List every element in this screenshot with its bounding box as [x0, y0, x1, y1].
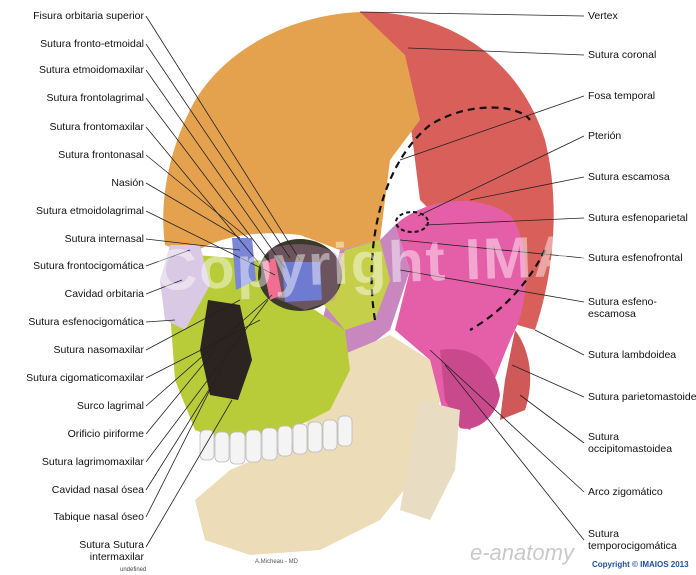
footer-left-text: undefined — [120, 567, 146, 573]
label-sutura-etmoidolagrimal: Sutura etmoidolagrimal — [36, 205, 144, 217]
artist-credit: A.Micheau - MD — [255, 559, 298, 565]
label-nasion: Nasión — [111, 177, 144, 189]
label-sutura-parietomastoidea: Sutura parietomastoidea — [588, 391, 696, 403]
label-cavidad-orbitaria: Cavidad orbitaria — [65, 288, 144, 300]
label-sutura-cigomaticomaxilar: Sutura cigomaticomaxilar — [26, 372, 144, 384]
label-cavidad-nasal-osea: Cavidad nasal ósea — [52, 484, 144, 496]
label-fosa-temporal: Fosa temporal — [588, 90, 655, 102]
label-fisura-orbitaria-superior: Fisura orbitaria superior — [33, 10, 144, 22]
label-sutura-coronal: Sutura coronal — [588, 49, 656, 61]
label-arco-zigomatico: Arco zigomático — [588, 486, 663, 498]
frontal-bone — [163, 12, 420, 255]
label-sutura-frontocigomatica: Sutura frontocigomática — [33, 260, 144, 272]
label-sutura-esfenofrontal: Sutura esfenofrontal — [588, 252, 683, 264]
label-sutura-occipitomastoidea: Sutura occipitomastoidea — [588, 431, 672, 455]
label-sutura-frontolagrimal: Sutura frontolagrimal — [47, 92, 144, 104]
copyright-corner: Copyright © IMAIOS 2013 — [592, 560, 689, 569]
label-sutura-frontonasal: Sutura frontonasal — [58, 149, 144, 161]
label-sutura-temporocigomatica: Sutura temporocigomática — [588, 528, 677, 552]
label-sutura-lambdoidea: Sutura lambdoidea — [588, 349, 676, 361]
label-sutura-escamosa: Sutura escamosa — [588, 171, 670, 183]
label-sutura-nasomaxilar: Sutura nasomaxilar — [54, 344, 144, 356]
label-sutura-intermaxilar: Sutura Sutura intermaxilar — [79, 539, 144, 563]
label-sutura-etmoidomaxilar: Sutura etmoidomaxilar — [39, 64, 144, 76]
label-surco-lagrimal: Surco lagrimal — [77, 400, 144, 412]
e-anatomy-logo: e-anatomy — [470, 540, 574, 566]
label-vertex: Vertex — [588, 10, 618, 22]
label-sutura-esfenoparietal: Sutura esfenoparietal — [588, 212, 688, 224]
label-sutura-fronto-etmoidal: Sutura fronto-etmoidal — [40, 38, 144, 50]
label-tabique-nasal-oseo: Tabique nasal óseo — [54, 511, 145, 523]
label-sutura-frontomaxilar: Sutura frontomaxilar — [49, 121, 144, 133]
label-orificio-piriforme: Orificio piriforme — [68, 428, 144, 440]
label-sutura-esfeno-escamosa: Sutura esfeno- escamosa — [588, 296, 657, 320]
label-sutura-internasal: Sutura internasal — [65, 233, 144, 245]
label-pterion: Pterión — [588, 130, 621, 142]
label-sutura-lagrimomaxilar: Sutura lagrimomaxilar — [42, 456, 144, 468]
label-sutura-esfenocigomatica: Sutura esfenocigomática — [28, 316, 144, 328]
